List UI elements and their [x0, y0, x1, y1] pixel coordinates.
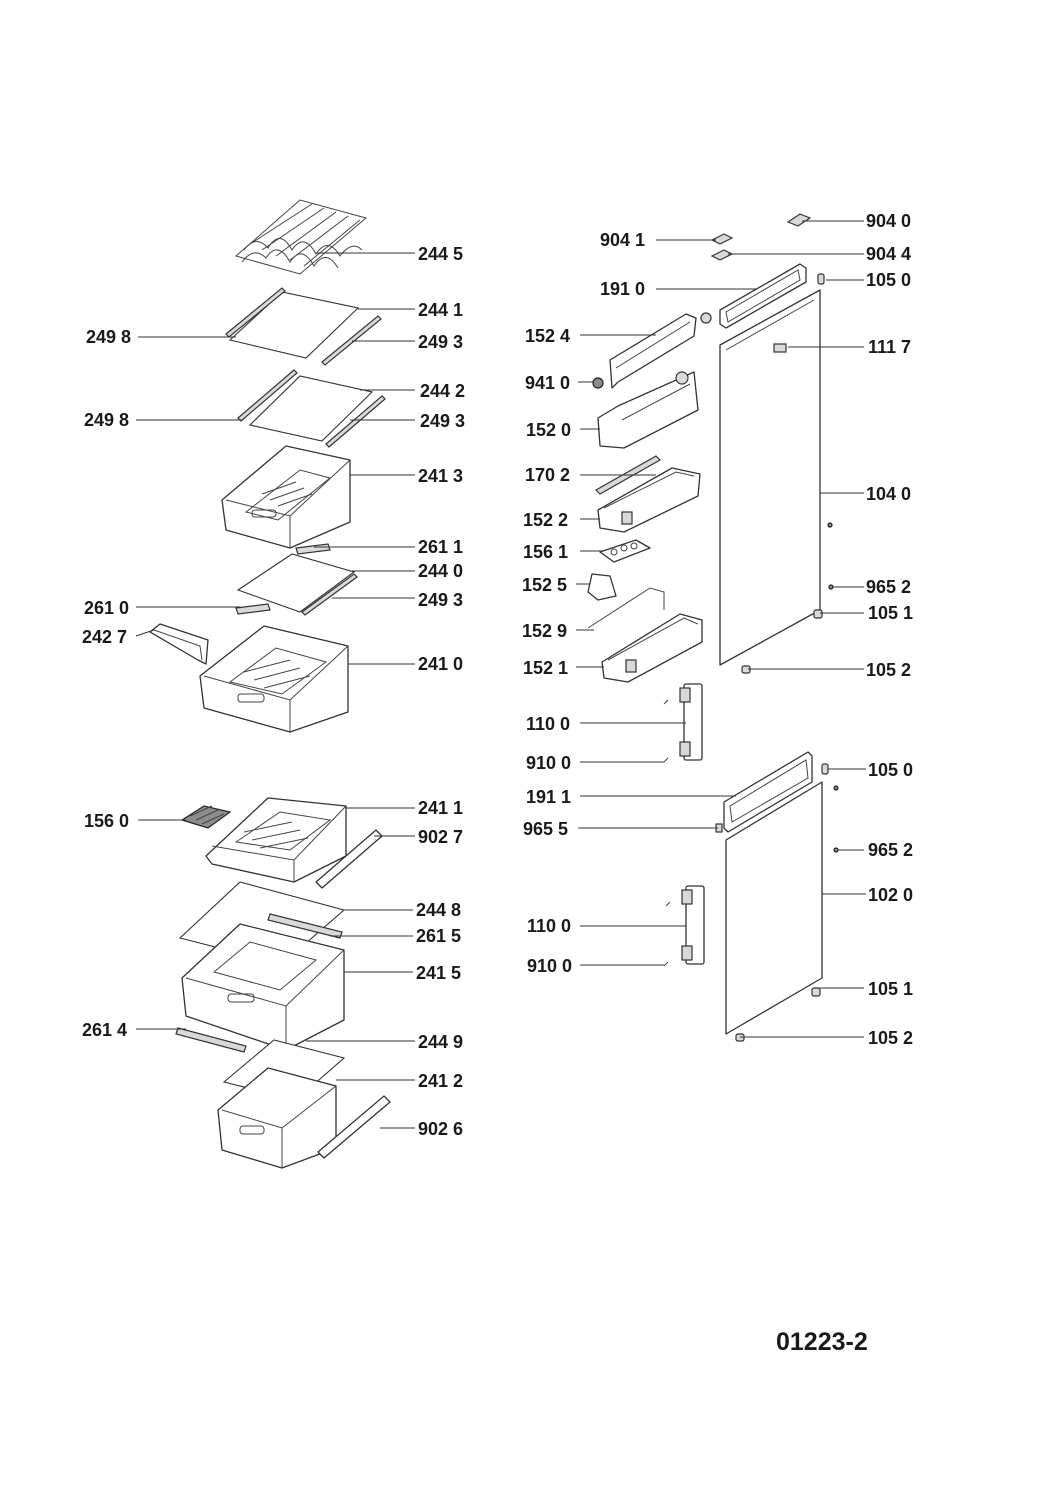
part-label: 105 1 — [868, 603, 913, 623]
freezer-drawer-part — [199, 625, 349, 733]
shelf-support-part — [235, 603, 271, 615]
egg-tray-part — [599, 539, 651, 563]
part-label: 152 2 — [523, 510, 568, 530]
part-label: 910 0 — [527, 956, 572, 976]
part-label: 904 4 — [866, 244, 911, 264]
hinge-part — [811, 987, 821, 997]
part-label: 965 2 — [868, 840, 913, 860]
part-label: 241 3 — [418, 466, 463, 486]
freezer-drawer-part — [181, 923, 345, 1051]
shelf-support-part — [175, 1027, 247, 1053]
part-label: 965 5 — [523, 819, 568, 839]
part-label: 249 8 — [84, 410, 129, 430]
part-label: 249 3 — [418, 590, 463, 610]
part-label: 244 9 — [418, 1032, 463, 1052]
part-label: 244 1 — [418, 300, 463, 320]
glass-shelf-part — [225, 287, 382, 366]
part-label: 249 8 — [86, 327, 131, 347]
part-label: 244 0 — [418, 561, 463, 581]
leader-lines — [135, 220, 866, 1129]
part-label: 261 5 — [416, 926, 461, 946]
part-label: 902 6 — [418, 1119, 463, 1139]
part-label: 261 1 — [418, 537, 463, 557]
cover-clip-part — [710, 233, 734, 245]
cover-clip-part — [710, 249, 734, 261]
part-label: 191 0 — [600, 279, 645, 299]
part-label: 170 2 — [525, 465, 570, 485]
part-label: 242 7 — [82, 627, 127, 647]
part-label: 902 7 — [418, 827, 463, 847]
part-label: 152 9 — [522, 621, 567, 641]
part-label: 105 1 — [868, 979, 913, 999]
part-label: 249 3 — [420, 411, 465, 431]
hinge-part — [813, 609, 823, 619]
screw-part — [663, 961, 669, 967]
screw-part — [665, 901, 671, 907]
part-label: 111 7 — [868, 337, 911, 357]
bottle-retainer-part — [587, 587, 665, 629]
shelf-support-part — [295, 543, 331, 555]
shelf-support-part — [267, 913, 343, 939]
drawer-divider-part — [149, 623, 209, 665]
bin-flap-part — [587, 573, 617, 601]
part-labels: 244 5 244 1 249 8 249 3 244 2 249 8 249 … — [82, 211, 913, 1139]
wine-rack-part — [234, 199, 368, 275]
part-label: 910 0 — [526, 753, 571, 773]
screw-part — [833, 847, 839, 853]
part-label: 241 0 — [418, 654, 463, 674]
part-label: 152 5 — [522, 575, 567, 595]
part-label: 904 0 — [866, 211, 911, 231]
part-label: 261 0 — [84, 598, 129, 618]
glass-shelf-part — [237, 369, 386, 448]
document-id: 01223-2 — [776, 1328, 868, 1356]
part-label: 156 0 — [84, 811, 129, 831]
knob-part — [592, 377, 604, 389]
part-label: 156 1 — [523, 542, 568, 562]
upper-door-part — [719, 263, 821, 666]
part-label: 244 8 — [416, 900, 461, 920]
part-label: 105 2 — [866, 660, 911, 680]
door-bin-part — [601, 613, 703, 683]
hinge-cap-part — [821, 763, 829, 775]
part-label: 110 0 — [526, 714, 570, 734]
lower-door-part — [723, 751, 823, 1035]
freezer-drawer-part — [221, 445, 351, 549]
part-label: 249 3 — [418, 332, 463, 352]
screw-part — [827, 522, 833, 528]
part-label: 261 4 — [82, 1020, 127, 1040]
screw-part — [663, 757, 669, 763]
part-label: 965 2 — [866, 577, 911, 597]
part-label: 152 0 — [526, 420, 571, 440]
door-bin-part — [609, 312, 712, 389]
cover-clip-part — [786, 213, 812, 227]
door-handle-part — [681, 885, 705, 965]
door-bin-part — [597, 371, 699, 449]
part-label: 110 0 — [527, 916, 571, 936]
part-label: 241 2 — [418, 1071, 463, 1091]
part-label: 191 1 — [526, 787, 571, 807]
part-label: 904 1 — [600, 230, 645, 250]
part-label: 105 0 — [866, 270, 911, 290]
part-label: 105 0 — [868, 760, 913, 780]
part-label: 941 0 — [525, 373, 570, 393]
ice-tray-part — [180, 805, 232, 829]
hinge-cap-part — [817, 273, 825, 285]
part-label: 104 0 — [866, 484, 911, 504]
part-label: 105 2 — [868, 1028, 913, 1048]
door-bin-part — [597, 467, 701, 533]
drawer-slide-part — [317, 1095, 391, 1159]
part-label: 152 1 — [523, 658, 568, 678]
door-handle-part — [679, 683, 703, 761]
part-label: 152 4 — [525, 326, 570, 346]
freezer-drawer-part — [205, 797, 347, 883]
screw-part — [833, 785, 839, 791]
part-label: 102 0 — [868, 885, 913, 905]
part-label: 241 5 — [416, 963, 461, 983]
screw-part — [663, 699, 669, 705]
part-label: 241 1 — [418, 798, 463, 818]
glass-shelf-part — [236, 553, 358, 616]
part-label: 244 5 — [418, 244, 463, 264]
part-label: 244 2 — [420, 381, 465, 401]
